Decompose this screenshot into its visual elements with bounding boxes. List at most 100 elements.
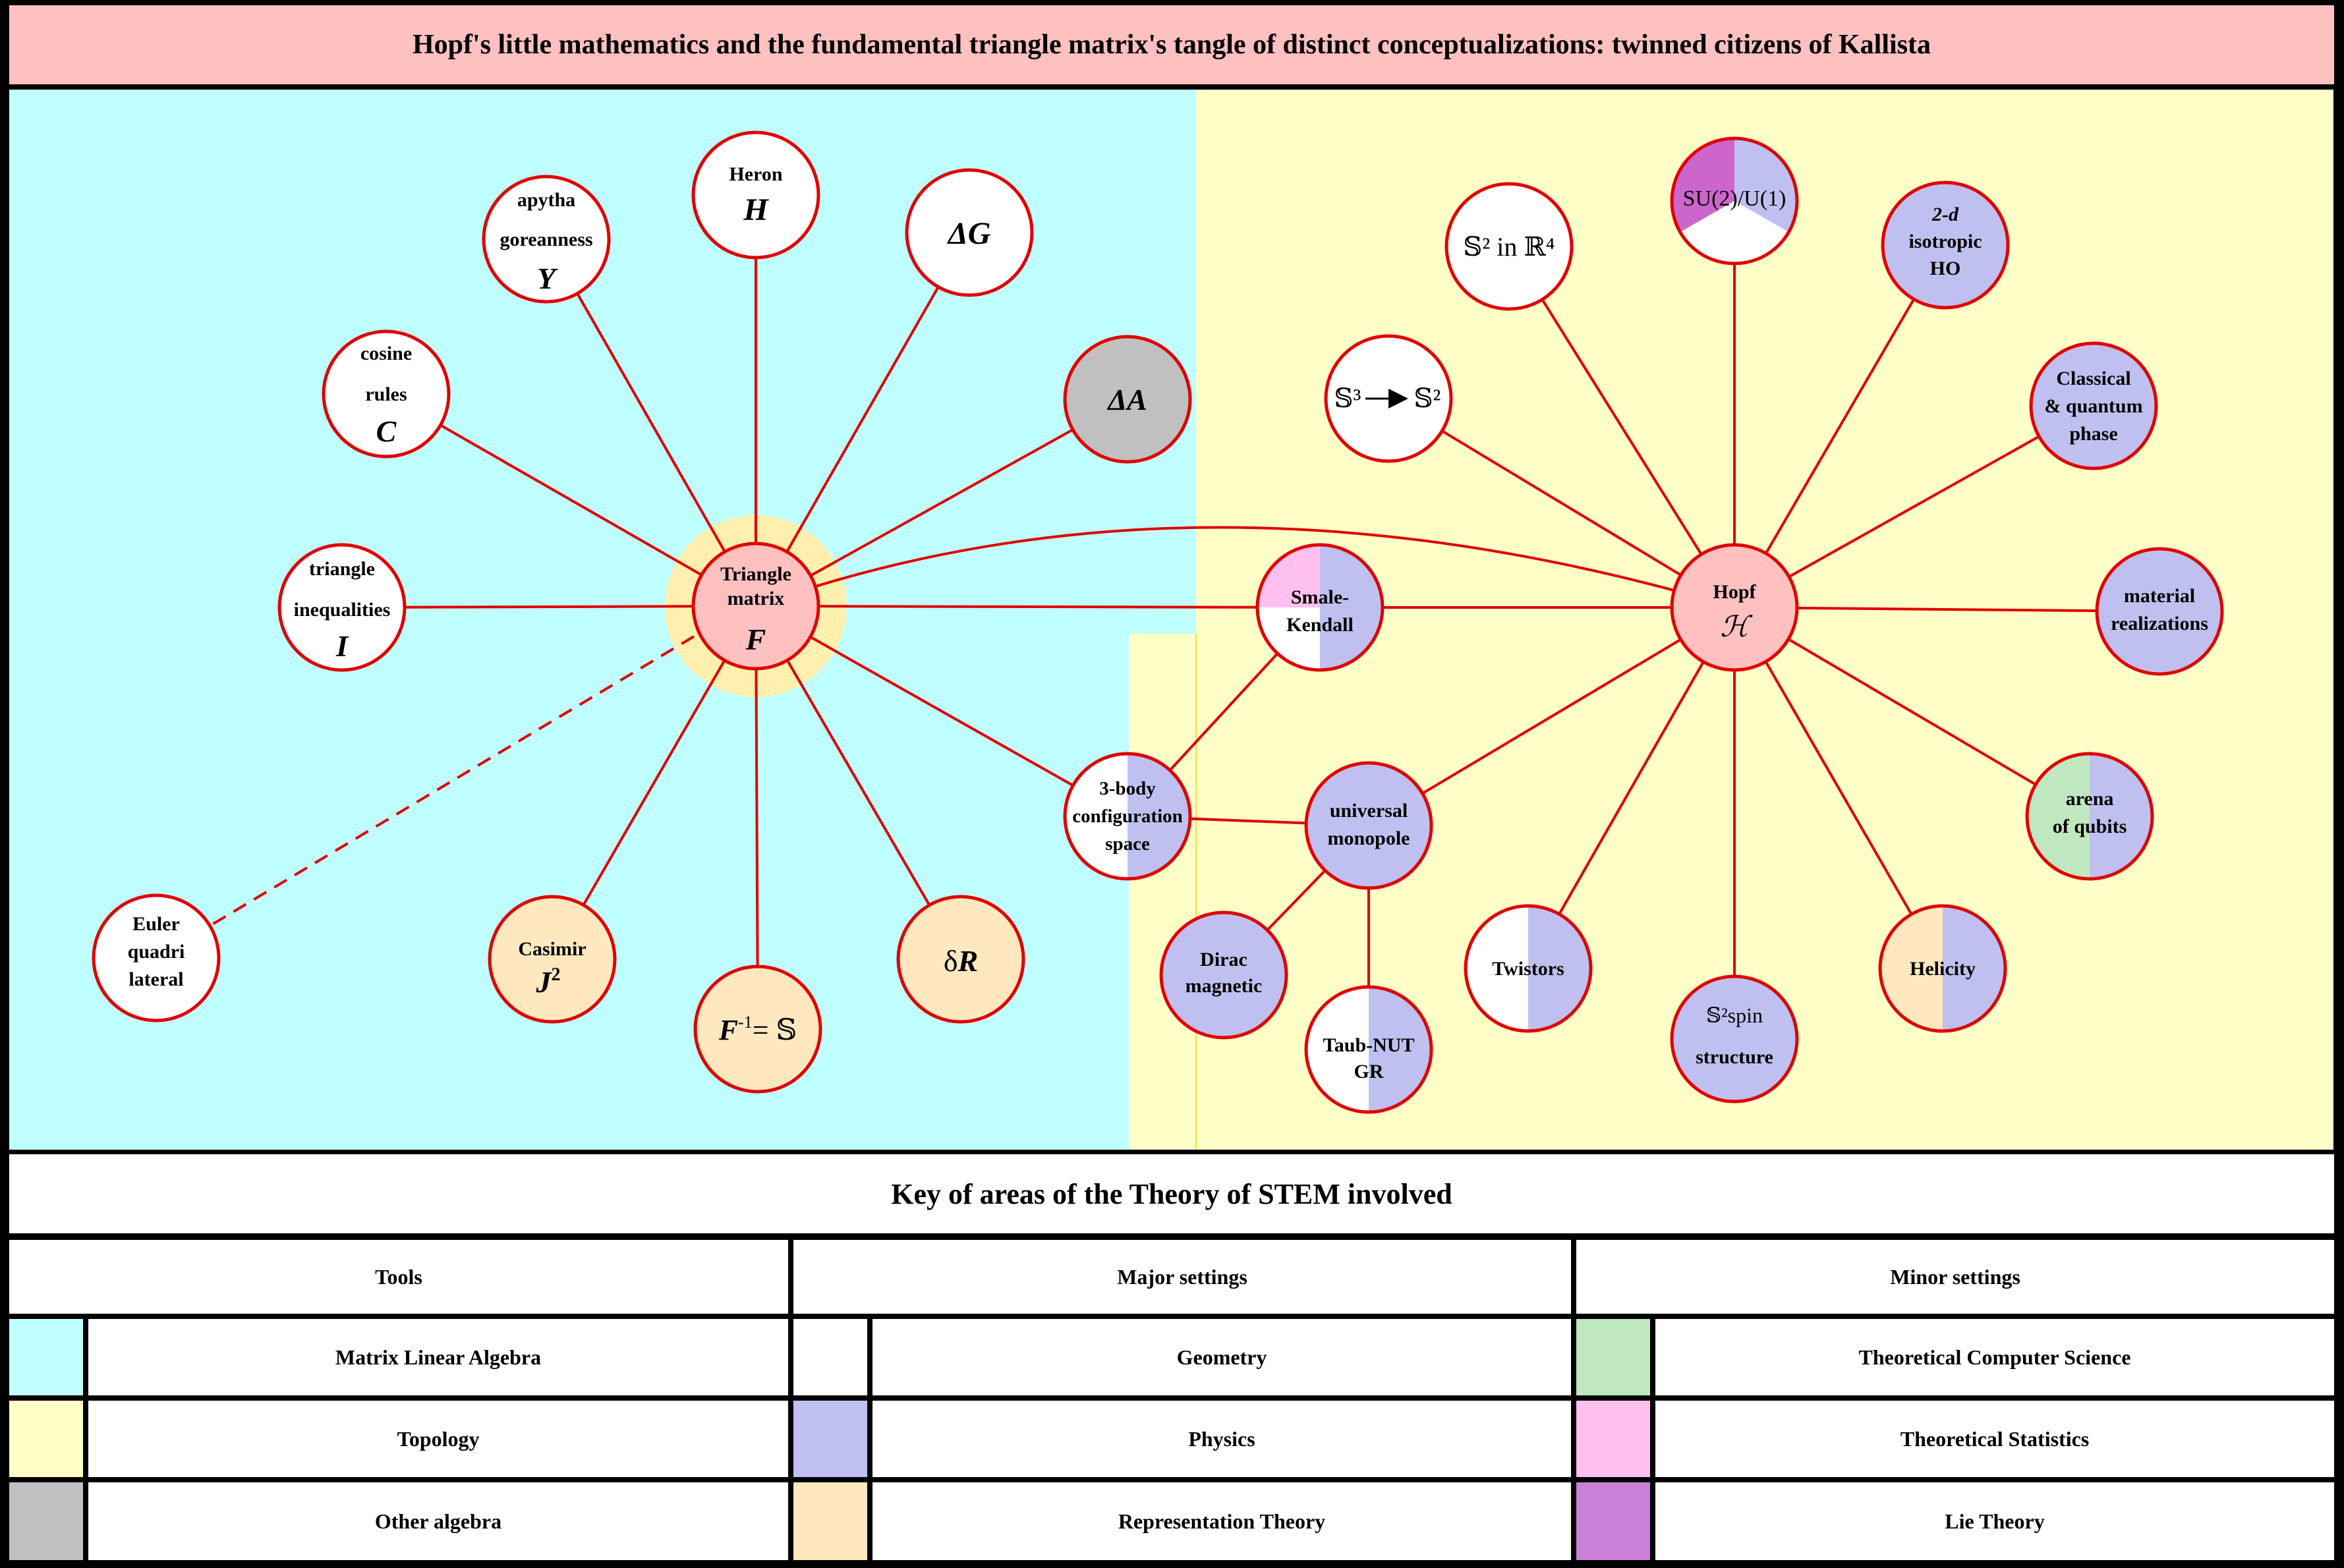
swatch-theoretical-computer-science [1576, 1319, 1650, 1395]
node-pythagoreanness[interactable]: apytha goreanness Y [482, 175, 611, 304]
svg-text:δR: δR [944, 944, 978, 978]
key-item-topology: Topology [88, 1401, 788, 1477]
svg-text:magnetic: magnetic [1186, 975, 1263, 997]
edge-euler [155, 635, 695, 959]
svg-text:Hopf: Hopf [1713, 581, 1756, 603]
svg-text:& quantum: & quantum [2044, 395, 2142, 417]
node-s2-spin[interactable]: 𝕊²spin structure [1670, 974, 1799, 1104]
node-three-body[interactable]: 3-body configuration space [1063, 752, 1192, 881]
key-title: Key of areas of the Theory of STEM invol… [891, 1177, 1452, 1210]
edge-delta-r [755, 605, 962, 961]
title-bar: Hopf's little mathematics and the fundam… [9, 5, 2334, 84]
svg-text:configuration: configuration [1072, 806, 1183, 827]
svg-text:triangle: triangle [309, 558, 375, 580]
svg-text:𝕊²spin: 𝕊²spin [1706, 1003, 1763, 1027]
node-material[interactable]: material realizations [2095, 547, 2224, 676]
edge-hopf-s3-s2 [1387, 397, 1736, 609]
node-qubits[interactable]: arena of qubits [2025, 752, 2154, 881]
edge-smale-kendall [755, 605, 1321, 609]
svg-text:HO: HO [1930, 258, 1961, 279]
svg-text:apytha: apytha [517, 189, 575, 211]
svg-text:Heron: Heron [729, 163, 782, 185]
svg-text:inequalities: inequalities [294, 599, 391, 621]
svg-text:material: material [2124, 585, 2195, 607]
key-item-other-algebra: Other algebra [88, 1482, 788, 1560]
svg-text:Twistors: Twistors [1492, 958, 1564, 980]
node-helicity[interactable]: Helicity [1878, 904, 2007, 1033]
node-casimir[interactable]: Casimir J2 [488, 895, 617, 1024]
svg-text:SU(2)/U(1): SU(2)/U(1) [1683, 186, 1787, 211]
node-isotropic-ho[interactable]: 2-d isotropic HO [1881, 181, 2010, 310]
edge-delta-g [755, 232, 971, 607]
node-euler[interactable]: Euler quadri lateral [92, 893, 221, 1022]
node-classical-quantum[interactable]: Classical & quantum phase [2029, 341, 2158, 470]
edge-pythagoreanness [545, 238, 757, 607]
svg-text:ℋ: ℋ [1720, 611, 1753, 643]
svg-text:𝕊² in ℝ⁴: 𝕊² in ℝ⁴ [1463, 232, 1555, 262]
swatch-matrix-linear-algebra [9, 1319, 83, 1395]
node-twistors[interactable]: Twistors [1464, 904, 1593, 1033]
swatch-geometry [793, 1319, 867, 1395]
key-item-representation-theory: Representation Theory [872, 1482, 1571, 1560]
key-header-minor: Minor settings [1576, 1240, 2334, 1314]
edge-hopf-s2-r4 [1508, 245, 1736, 609]
swatch-lie-theory [1576, 1482, 1650, 1560]
node-universal-monopole[interactable]: universal monopole [1304, 761, 1433, 890]
key-item-geometry: Geometry [872, 1319, 1571, 1395]
node-triangle-matrix[interactable]: Triangle matrix F [691, 542, 820, 671]
key-item-physics: Physics [872, 1401, 1571, 1477]
node-su2-u1[interactable]: SU(2)/U(1) [1670, 136, 1799, 266]
edge-three-body [755, 605, 1128, 818]
node-smale-kendall[interactable]: Smale- Kendall [1255, 543, 1385, 672]
svg-text:F: F [745, 623, 766, 656]
svg-text:𝕊²: 𝕊² [1414, 383, 1441, 413]
svg-text:𝕊³: 𝕊³ [1334, 383, 1361, 413]
svg-text:Kendall: Kendall [1286, 614, 1354, 636]
svg-text:structure: structure [1696, 1046, 1773, 1068]
edge-hopf-material [1734, 606, 2160, 613]
edge-hopf-twistors [1527, 607, 1736, 969]
svg-text:3-body: 3-body [1099, 778, 1156, 799]
edge-hopf-isotropic-ho [1733, 244, 1947, 609]
svg-text:isotropic: isotropic [1908, 231, 1982, 252]
svg-text:Smale-: Smale- [1291, 586, 1349, 608]
edge-casimir [551, 605, 757, 960]
page-title: Hopf's little mathematics and the fundam… [412, 30, 1931, 60]
node-cosine-rules[interactable]: cosine rules C [322, 329, 451, 459]
node-dirac[interactable]: Dirac magnetic [1159, 910, 1288, 1040]
svg-text:J2: J2 [536, 965, 561, 999]
svg-text:rules: rules [365, 383, 407, 405]
node-taub-nut[interactable]: Taub-NUT GR [1304, 985, 1433, 1114]
swatch-representation-theory [793, 1482, 867, 1560]
svg-text:Taub-NUT: Taub-NUT [1323, 1034, 1415, 1056]
key-item-matrix-linear-algebra: Matrix Linear Algebra [88, 1319, 788, 1395]
svg-text:of qubits: of qubits [2053, 816, 2127, 837]
node-s3-s2[interactable]: 𝕊³ 𝕊² [1324, 334, 1453, 463]
node-inverse[interactable]: F-1= 𝕊 [693, 965, 822, 1094]
edges [155, 195, 2160, 1050]
node-delta-g[interactable]: ΔG [905, 168, 1034, 297]
svg-text:2-d: 2-d [1931, 204, 1959, 225]
node-triangle-inequalities[interactable]: triangle inequalities I [277, 543, 407, 672]
node-delta-a[interactable]: ΔA [1063, 335, 1192, 464]
svg-text:space: space [1105, 833, 1150, 854]
svg-text:universal: universal [1330, 800, 1408, 822]
edge-hopf-classical-quantum [1734, 405, 2094, 609]
node-hopf[interactable]: Hopf ℋ [1670, 543, 1799, 672]
svg-text:monopole: monopole [1327, 827, 1410, 849]
svg-text:ΔA: ΔA [1106, 383, 1147, 416]
svg-text:F-1= 𝕊: F-1= 𝕊 [718, 1013, 797, 1046]
key-item-lie-theory: Lie Theory [1655, 1482, 2334, 1560]
topology-region-extension [1129, 634, 1196, 1150]
edge-cosine-rules [386, 393, 757, 607]
key-title-cell: Key of areas of the Theory of STEM invol… [9, 1154, 2334, 1233]
svg-text:ΔG: ΔG [947, 216, 991, 251]
node-heron[interactable]: Heron H [691, 130, 820, 260]
concept-diagram: Triangle matrix F Heron H apytha goreann… [9, 90, 2333, 1150]
svg-text:quadri: quadri [128, 941, 185, 963]
node-delta-r[interactable]: δR [896, 895, 1025, 1024]
edge-triangle-inequalities [341, 605, 757, 609]
edge-triangle-hopf-arc [755, 526, 1735, 609]
node-s2-in-r4[interactable]: 𝕊² in ℝ⁴ [1444, 182, 1574, 311]
